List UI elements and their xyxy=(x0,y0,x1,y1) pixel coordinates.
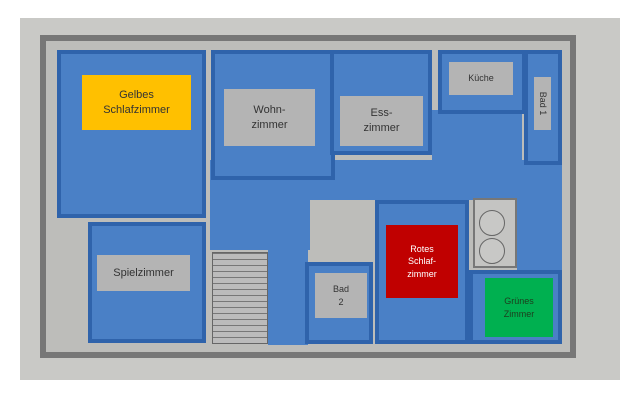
label-bad-1: Bad 1 xyxy=(537,91,548,116)
label-gelbes-schlafzimmer: Gelbes Schlafzimmer xyxy=(82,75,191,130)
dryer-icon xyxy=(479,238,505,264)
label-kueche: Küche xyxy=(449,62,513,95)
label-bad-1-box xyxy=(534,77,551,130)
label-gruenes-zimmer: Grünes Zimmer xyxy=(485,278,553,337)
hallway-kitchen xyxy=(432,110,522,170)
label-spielzimmer: Spielzimmer xyxy=(97,255,190,291)
label-esszimmer: Ess- zimmer xyxy=(340,96,423,146)
hallway-right xyxy=(517,190,562,275)
staircase xyxy=(212,252,268,344)
washer-icon xyxy=(479,210,505,236)
label-rotes-schlafzimmer: Rotes Schlaf- zimmer xyxy=(386,225,458,298)
hallway-mid xyxy=(210,190,310,250)
label-wohnzimmer: Wohn- zimmer xyxy=(224,89,315,146)
label-bad-2: Bad 2 xyxy=(315,273,367,318)
